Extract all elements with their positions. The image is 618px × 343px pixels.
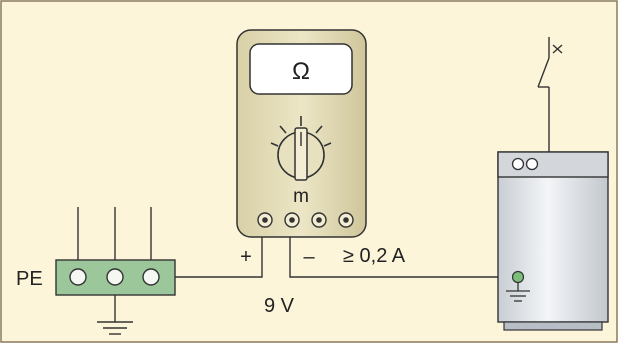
wire-minus (289, 233, 516, 278)
indicator-light (525, 157, 539, 171)
block-terminal (106, 268, 124, 286)
switch-icon (537, 44, 563, 88)
pe-terminal-block: PE (16, 259, 176, 296)
indicator-light (511, 157, 525, 171)
appliance-ground-point (511, 270, 525, 284)
meter-display-text: Ω (292, 58, 310, 85)
plus-label: + (240, 246, 252, 268)
block-terminal (69, 268, 87, 286)
appliance-foot (503, 321, 603, 331)
multimeter: Ω m (236, 29, 367, 238)
minus-label: – (303, 246, 315, 268)
knob-icon[interactable] (277, 127, 325, 181)
wires (77, 37, 550, 322)
appliance-top-panel (497, 151, 609, 178)
ground-icon (97, 321, 133, 335)
meter-display (249, 43, 353, 95)
pe-label: PE (16, 268, 43, 290)
appliance-ground-icon (506, 283, 530, 302)
appliance-indicators (511, 157, 539, 171)
meter-terminals (257, 212, 354, 228)
knob-ticks (270, 116, 332, 147)
appliance (497, 151, 609, 331)
wire-plus (175, 233, 263, 278)
current-label: ≥ 0,2 A (343, 245, 406, 267)
block-terminal (142, 268, 160, 286)
appliance-body (497, 151, 609, 323)
voltage-label: 9 V (264, 295, 295, 317)
terminal-block-screws (69, 268, 160, 286)
meter-range-label: m (293, 186, 309, 207)
